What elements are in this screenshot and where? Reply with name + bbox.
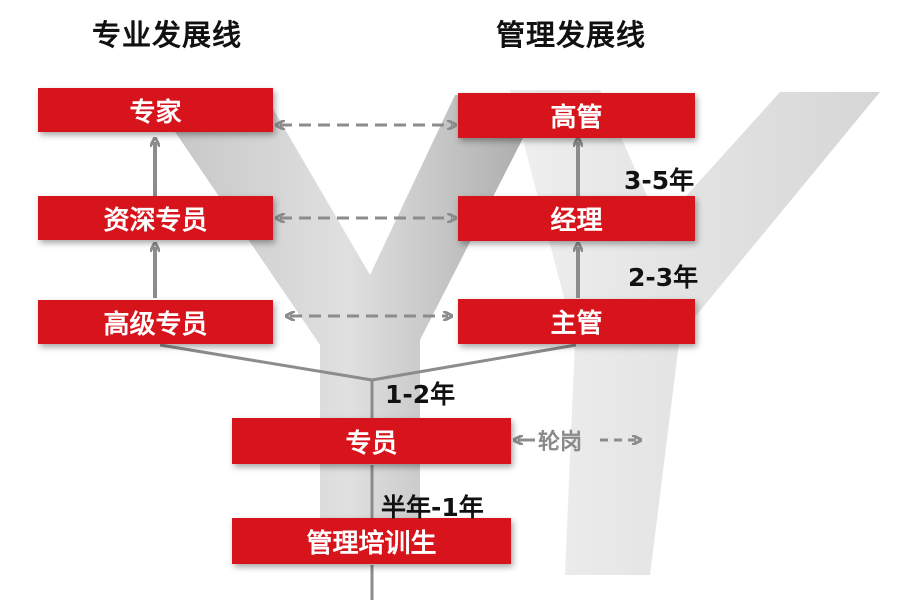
box-senior-specialist: 资深专员: [38, 196, 273, 240]
duration-1-2-years: 1-2年: [385, 380, 456, 409]
duration-3-5-years: 3-5年: [624, 166, 695, 195]
box-expert: 专家: [38, 88, 273, 132]
box-trainee: 管理培训生: [232, 518, 511, 564]
duration-half-to-1-year: 半年-1年: [381, 493, 484, 522]
box-advanced-specialist: 高级专员: [38, 300, 273, 344]
professional-track-heading: 专业发展线: [92, 18, 243, 52]
duration-2-3-years: 2-3年: [628, 263, 699, 292]
box-supervisor: 主管: [458, 299, 695, 344]
box-specialist: 专员: [232, 418, 511, 464]
management-track-heading: 管理发展线: [496, 18, 647, 52]
box-executive: 高管: [458, 93, 695, 138]
box-manager: 经理: [458, 196, 695, 241]
rotation-label: 轮岗: [538, 430, 583, 455]
